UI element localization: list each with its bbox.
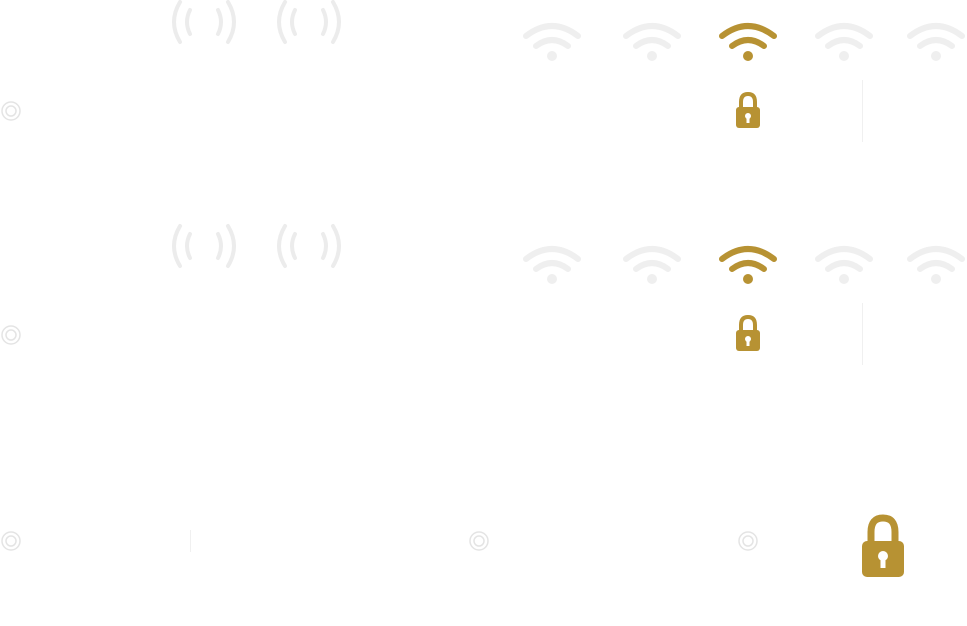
wifi-icon-active bbox=[718, 22, 778, 66]
divider bbox=[190, 530, 191, 552]
copyright-icon bbox=[468, 530, 490, 552]
lock-icon bbox=[734, 91, 762, 130]
divider bbox=[862, 80, 863, 142]
wifi-icon bbox=[522, 22, 582, 66]
wifi-icon bbox=[814, 245, 874, 289]
broadcast-icon bbox=[271, 0, 347, 46]
wifi-icon-active bbox=[718, 245, 778, 289]
copyright-icon bbox=[0, 100, 22, 122]
wifi-icon bbox=[622, 22, 682, 66]
copyright-icon bbox=[0, 324, 22, 346]
wifi-icon bbox=[814, 22, 874, 66]
broadcast-icon bbox=[166, 0, 242, 46]
broadcast-icon bbox=[271, 222, 347, 270]
broadcast-icon bbox=[166, 222, 242, 270]
divider bbox=[862, 303, 863, 365]
copyright-icon bbox=[0, 530, 22, 552]
wifi-icon bbox=[906, 245, 966, 289]
wifi-icon bbox=[906, 22, 966, 66]
lock-icon bbox=[734, 314, 762, 353]
copyright-icon bbox=[737, 530, 759, 552]
lock-icon bbox=[859, 514, 907, 579]
wifi-icon bbox=[522, 245, 582, 289]
wifi-icon bbox=[622, 245, 682, 289]
